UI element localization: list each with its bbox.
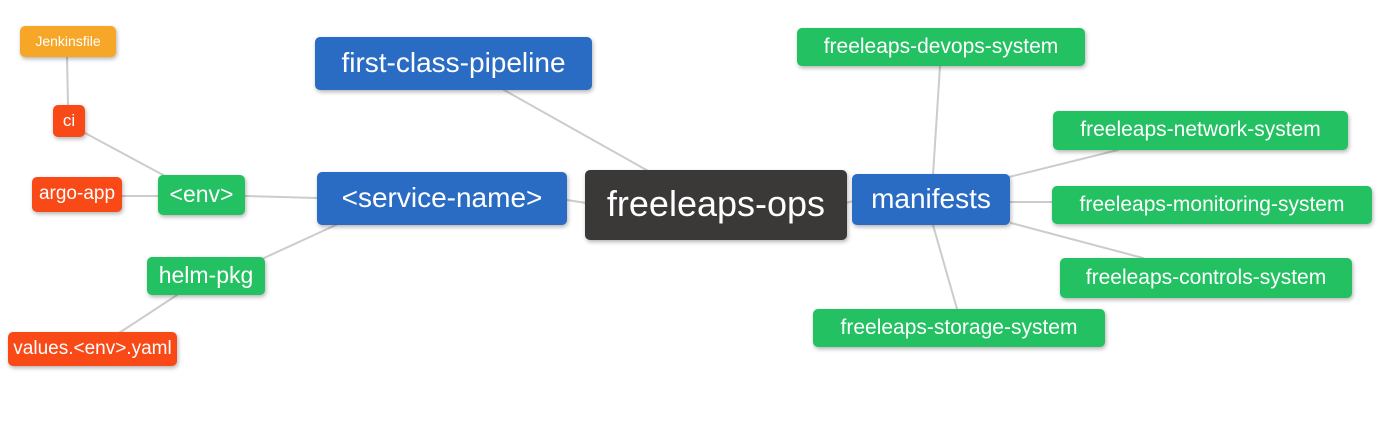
edge-manifests-to-freeleaps-storage-system xyxy=(932,224,958,310)
edge-service-name-to-freeleaps-ops xyxy=(566,199,587,204)
node-freeleaps-monitoring-system[interactable]: freeleaps-monitoring-system xyxy=(1052,186,1372,224)
node-argo-app[interactable]: argo-app xyxy=(32,177,122,212)
edge-jenkinsfile-to-ci xyxy=(66,56,69,106)
node-freeleaps-ops[interactable]: freeleaps-ops xyxy=(585,170,847,240)
node-label: <env> xyxy=(169,180,234,207)
node-label: ci xyxy=(62,110,76,130)
edge-service-name-to-helm-pkg xyxy=(263,223,339,259)
node-freeleaps-controls-system[interactable]: freeleaps-controls-system xyxy=(1060,258,1352,298)
node-helm-pkg[interactable]: helm-pkg xyxy=(147,257,265,295)
node-label: freeleaps-storage-system xyxy=(840,315,1078,339)
node-label: first-class-pipeline xyxy=(341,46,566,78)
edge-manifests-to-freeleaps-devops-system xyxy=(932,65,941,176)
node-label: <service-name> xyxy=(341,181,543,213)
node-freeleaps-network-system[interactable]: freeleaps-network-system xyxy=(1053,111,1348,150)
node-ci[interactable]: ci xyxy=(53,105,85,137)
node-label: freeleaps-monitoring-system xyxy=(1079,192,1345,216)
edge-first-class-pipeline-to-freeleaps-ops xyxy=(503,89,651,173)
node-label: Jenkinsfile xyxy=(35,32,101,49)
node-values-env-yaml[interactable]: values.<env>.yaml xyxy=(8,332,177,366)
node-label: argo-app xyxy=(38,183,116,204)
node-first-class-pipeline[interactable]: first-class-pipeline xyxy=(315,37,592,90)
edge-manifests-to-freeleaps-network-system xyxy=(1008,149,1119,178)
edge-freeleaps-ops-to-manifests xyxy=(845,200,854,204)
node-service-name[interactable]: <service-name> xyxy=(317,172,567,225)
node-jenkinsfile[interactable]: Jenkinsfile xyxy=(20,26,116,57)
node-manifests[interactable]: manifests xyxy=(852,174,1010,225)
node-label: manifests xyxy=(871,182,991,214)
edge-env-to-service-name xyxy=(244,195,318,199)
node-freeleaps-storage-system[interactable]: freeleaps-storage-system xyxy=(813,309,1105,347)
node-label: freeleaps-devops-system xyxy=(823,34,1059,58)
node-label: helm-pkg xyxy=(158,261,254,288)
edge-helm-pkg-to-values-env-yaml xyxy=(118,294,178,334)
node-freeleaps-devops-system[interactable]: freeleaps-devops-system xyxy=(797,28,1085,66)
node-label: freeleaps-ops xyxy=(606,183,826,224)
edge-ci-to-env xyxy=(84,132,166,177)
node-label: freeleaps-controls-system xyxy=(1085,265,1327,289)
node-env[interactable]: <env> xyxy=(158,175,245,215)
node-label: freeleaps-network-system xyxy=(1080,118,1321,141)
edge-manifests-to-freeleaps-controls-system xyxy=(1010,222,1144,259)
node-label: values.<env>.yaml xyxy=(13,337,172,359)
